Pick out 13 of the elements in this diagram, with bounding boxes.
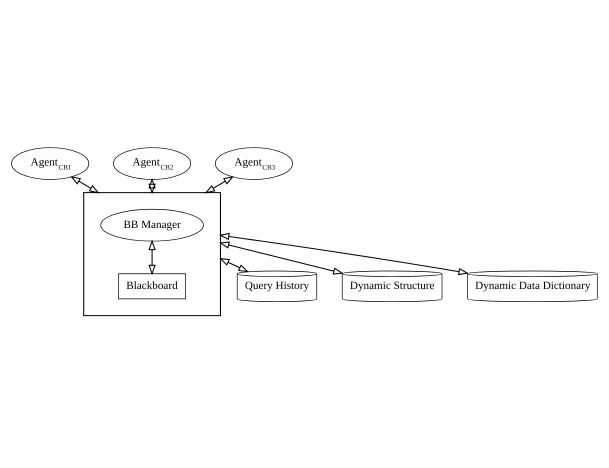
arrow [218,240,344,274]
node-ellipse: Agent$_{CB2}$ [113,146,192,180]
cluster [83,192,221,316]
node-ellipse: Agent$_{CB3}$ [215,146,293,180]
arrow [204,176,234,193]
node-ellipse: Agent$_{CB1}$ [11,146,90,180]
arrow [148,239,156,275]
arrow [219,257,249,272]
arrow [218,232,469,275]
node-ellipse: BB Manager [100,208,204,241]
arrow [70,176,100,193]
node-box: Blackboard [118,272,186,299]
arrow [148,177,156,194]
